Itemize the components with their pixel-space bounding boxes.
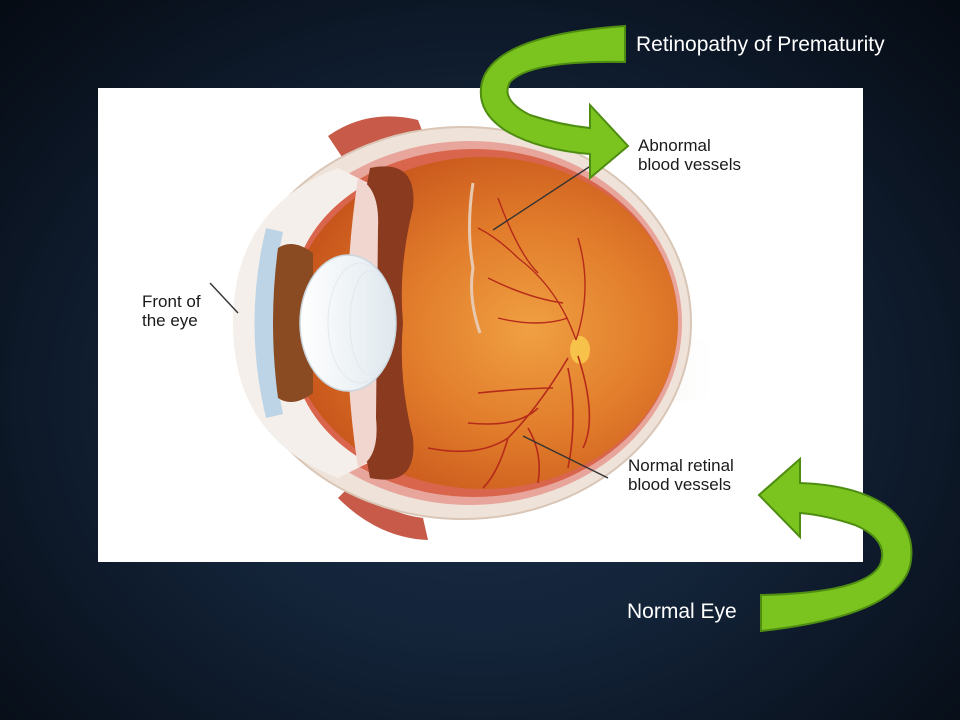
abnormal-blood-vessels bbox=[468, 182, 586, 341]
normal-label-line1: Normal retinal bbox=[628, 456, 734, 475]
front-leader-line bbox=[209, 282, 239, 314]
lens bbox=[299, 254, 397, 392]
abnormal-label-line1: Abnormal bbox=[638, 136, 711, 155]
front-label-line2: the eye bbox=[142, 311, 198, 330]
top-caption: Retinopathy of Prematurity bbox=[636, 33, 885, 56]
cornea bbox=[254, 228, 283, 418]
normal-vessels-label: Normal retinal blood vessels bbox=[628, 456, 734, 494]
eye-cross-section bbox=[209, 116, 723, 540]
abnormal-label-line2: blood vessels bbox=[638, 155, 742, 174]
iris bbox=[273, 244, 313, 402]
normal-leader-line bbox=[522, 435, 609, 479]
macula bbox=[570, 336, 590, 364]
top-curved-arrow-icon bbox=[479, 24, 630, 180]
normal-blood-vessels bbox=[427, 355, 591, 489]
bottom-curved-arrow-icon bbox=[757, 456, 913, 633]
abnormal-vessels-label: Abnormal blood vessels bbox=[638, 136, 741, 174]
bottom-caption: Normal Eye bbox=[627, 600, 737, 623]
normal-label-line2: blood vessels bbox=[628, 475, 732, 494]
front-of-eye-label: Front of the eye bbox=[142, 292, 201, 330]
front-label-line1: Front of bbox=[142, 292, 201, 311]
eye-diagram-panel: Front of the eye Abnormal blood vessels … bbox=[98, 88, 863, 562]
